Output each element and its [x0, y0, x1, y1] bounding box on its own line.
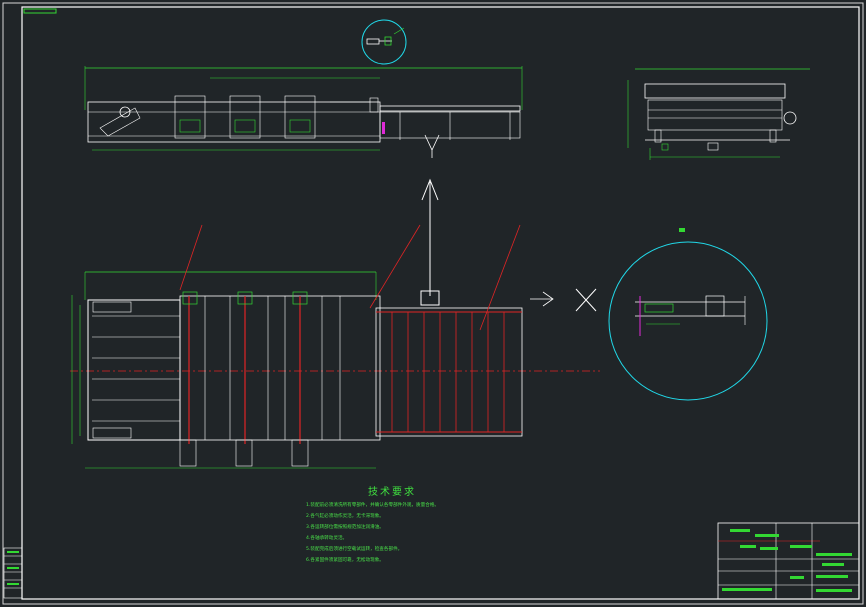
inner-border — [21, 6, 860, 600]
tech-requirement-item: 5.装配完成后须进行空载试运转，检查各部件。 — [306, 547, 403, 552]
tech-requirements-title: 技术要求 — [368, 487, 416, 498]
tech-requirement-item: 4.各轴承转动灵活。 — [306, 536, 348, 541]
front-view — [84, 66, 523, 158]
title-block — [717, 522, 860, 600]
tech-requirement-item: 3.各运转部位需按照规范加注润滑油。 — [306, 525, 384, 530]
corner-mark — [23, 8, 57, 14]
side-view — [627, 68, 810, 160]
tech-requirement-item: 2.各气缸必须动作灵活，无卡滞现象。 — [306, 514, 384, 519]
detail-circle-top — [361, 19, 407, 65]
tech-requirement-item: 1.装配前必须清洗所有零部件，并确认各零部件外观，质量合格。 — [306, 503, 440, 508]
detail-circle-right — [608, 228, 768, 401]
tech-requirements-list: 1.装配前必须清洗所有零部件，并确认各零部件外观，质量合格。 2.各气缸必须动作… — [306, 500, 439, 566]
left-margin-table — [3, 547, 23, 599]
tech-requirement-item: 6.各紧固件须紧固可靠，无松动现象。 — [306, 558, 384, 563]
plan-view — [70, 224, 600, 469]
direction-arrow — [420, 178, 440, 306]
